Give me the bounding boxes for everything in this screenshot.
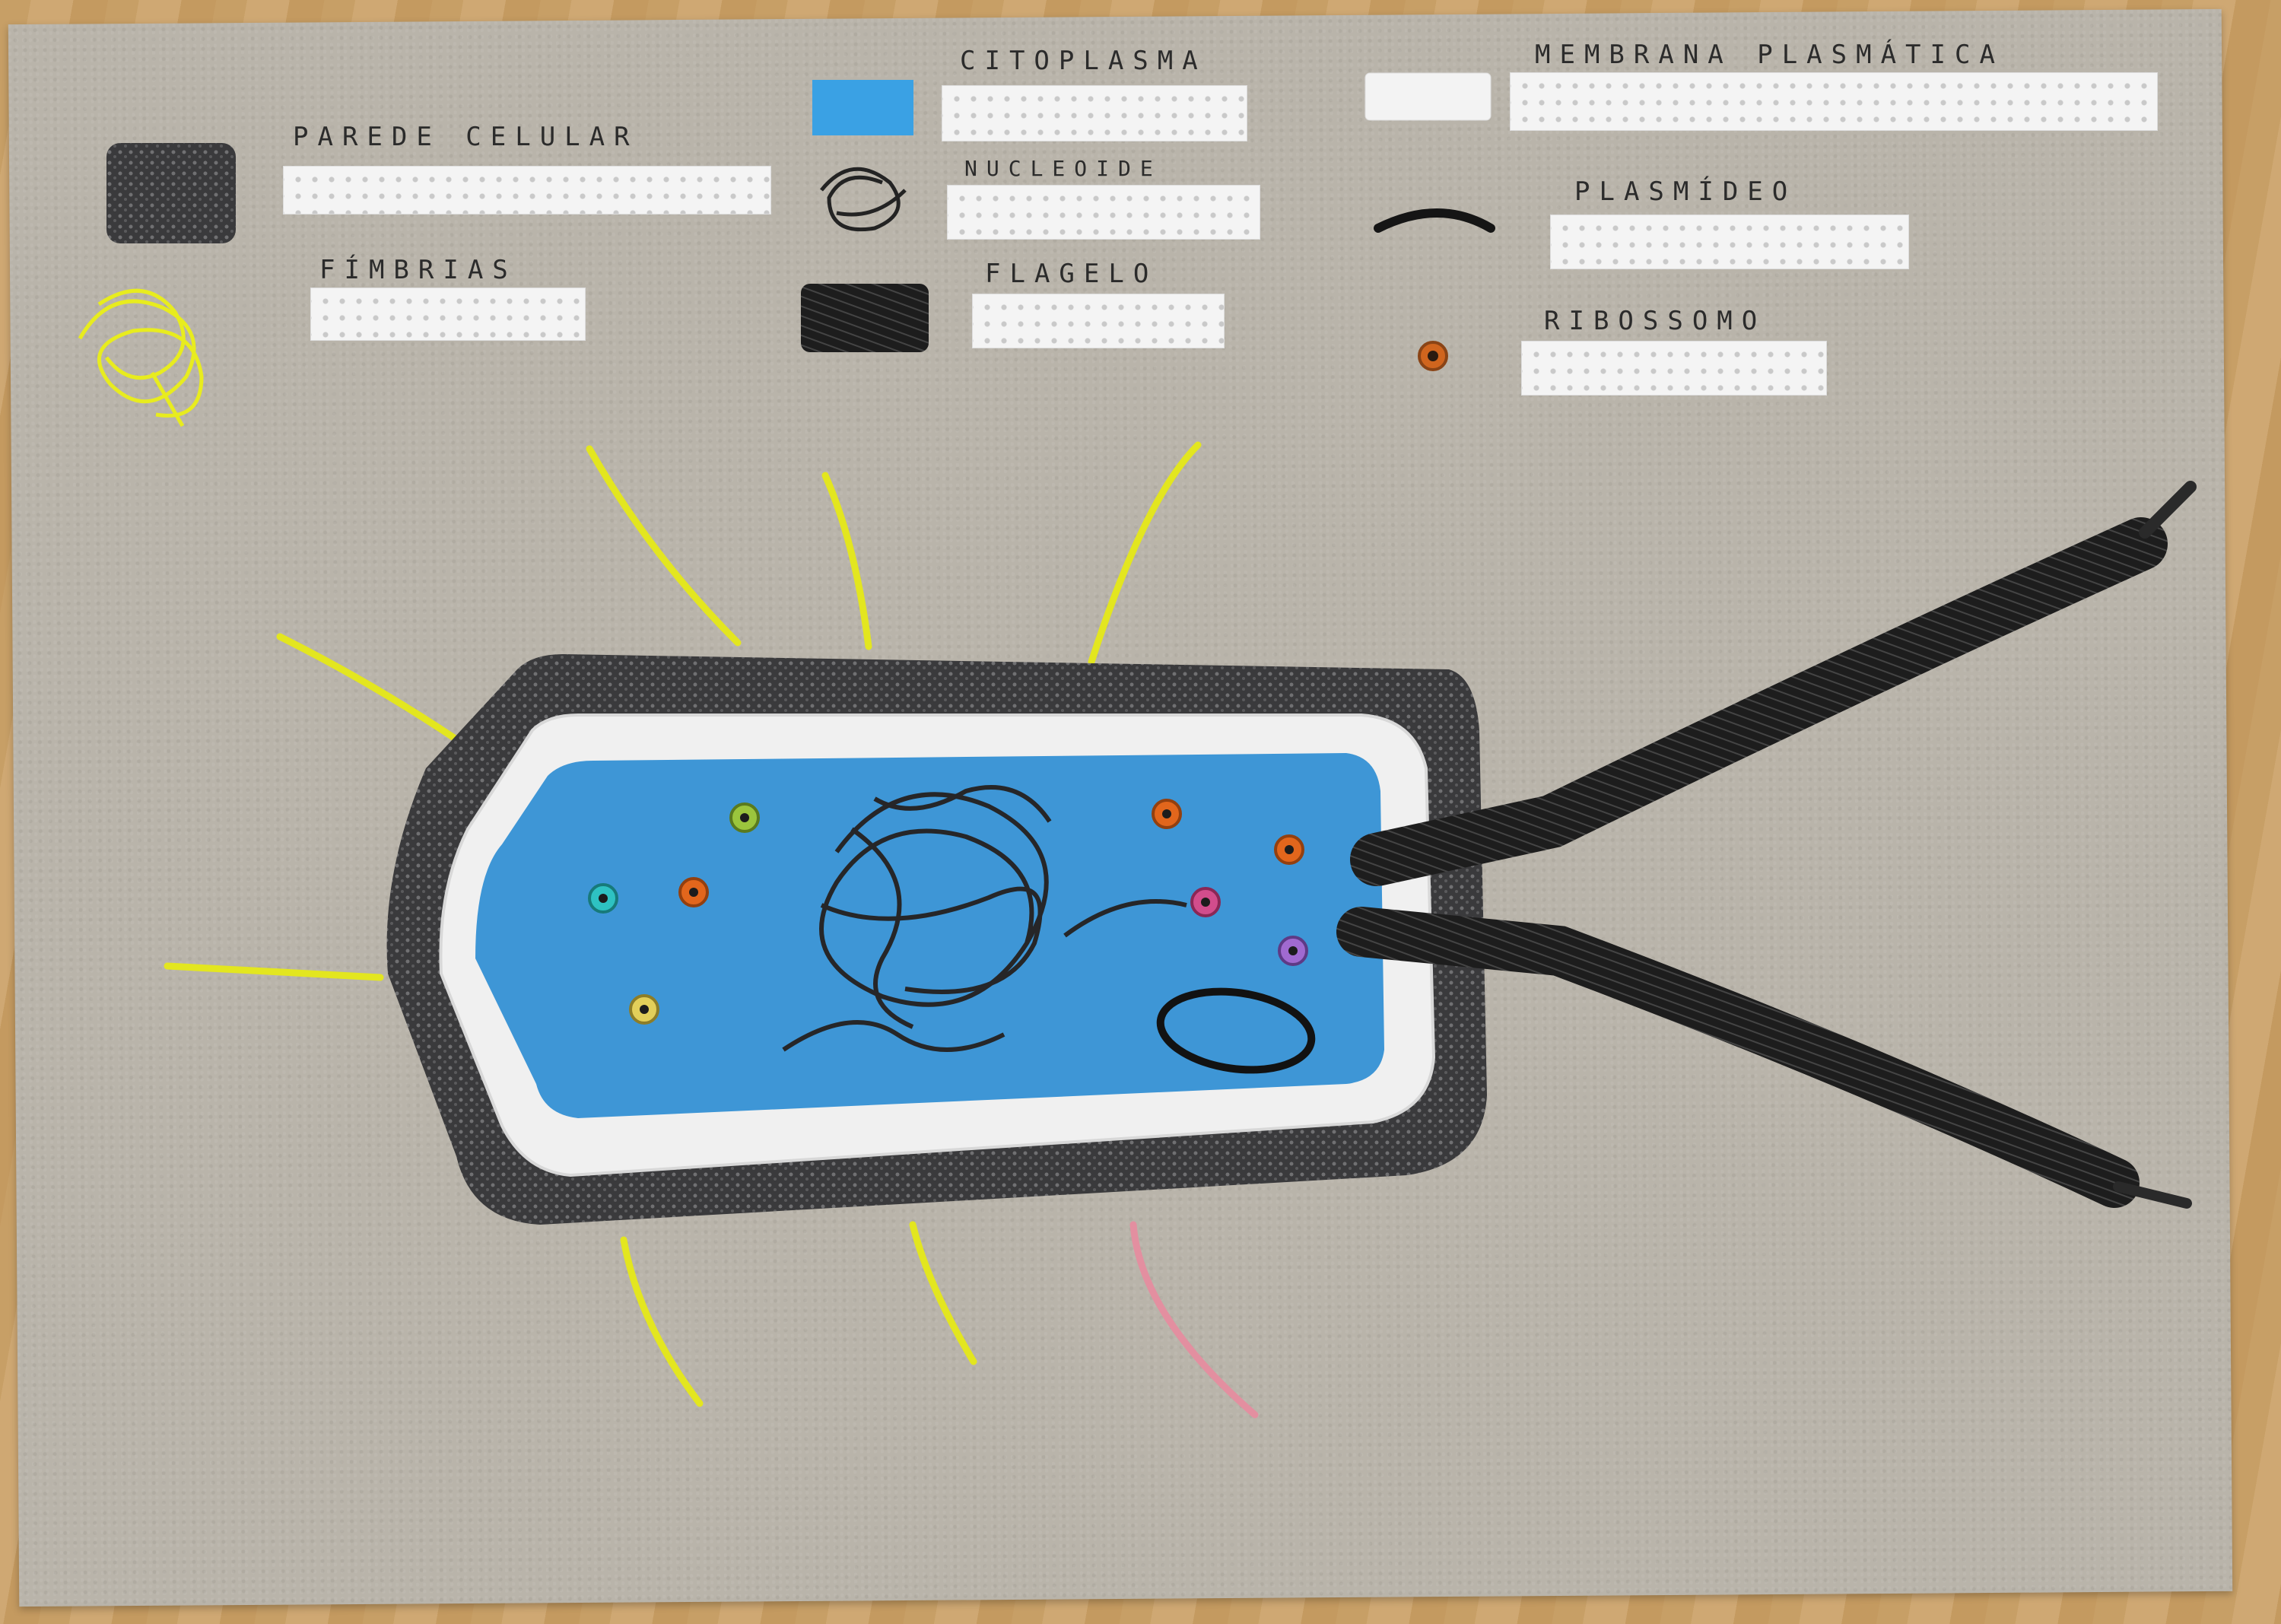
braille-strip-citoplasma (942, 85, 1247, 141)
sample-fimbriae (78, 288, 204, 427)
braille-strip-fimbrias (310, 288, 586, 341)
label-membrana-plasmatica: MEMBRANA PLASMÁTICA (1535, 40, 2004, 70)
braille-strip-plasmideo (1550, 215, 1909, 269)
flagellum (1336, 481, 2197, 1209)
label-nucleoide: NUCLEOIDE (964, 156, 1162, 181)
ribosomes (588, 799, 1308, 1025)
braille-strip-parede-celular (283, 166, 771, 215)
label-fimbrias: FÍMBRIAS (319, 255, 517, 285)
fimbriae (164, 441, 1202, 1407)
label-plasmideo: PLASMÍDEO (1574, 176, 1797, 207)
nucleoid (782, 785, 1187, 1052)
braille-strip-membrana (1510, 72, 2158, 131)
sample-membrane (1364, 72, 1492, 121)
pink-fimbria (1129, 1221, 1259, 1419)
sample-cytoplasm (812, 80, 913, 135)
label-ribossomo: RIBOSSOMO (1544, 306, 1767, 336)
sample-flagellum (801, 284, 929, 352)
braille-strip-flagelo (972, 294, 1225, 348)
label-parede-celular: PAREDE CELULAR (293, 122, 639, 152)
sample-plasmid (1374, 208, 1495, 233)
label-citoplasma: CITOPLASMA (960, 46, 1207, 76)
sample-nucleoid (820, 167, 907, 232)
sample-cell-wall (106, 143, 236, 243)
braille-strip-nucleoide (947, 185, 1260, 240)
plasmid (1156, 987, 1316, 1074)
braille-strip-ribossomo (1521, 341, 1827, 396)
label-flagelo: FLAGELO (985, 259, 1158, 289)
